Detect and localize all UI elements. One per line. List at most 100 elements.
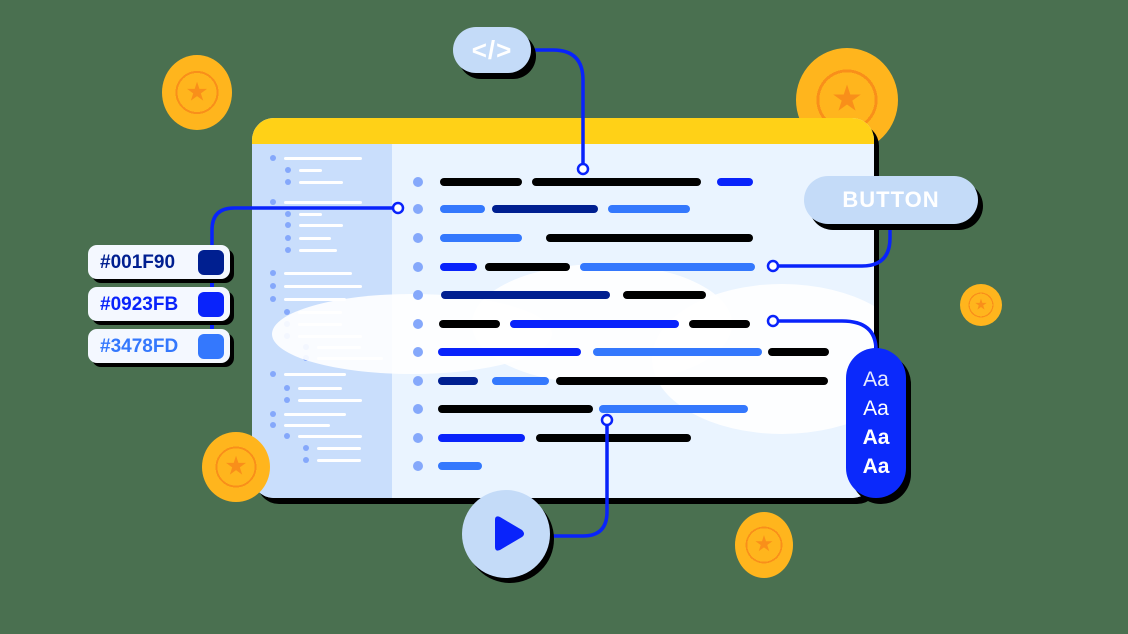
code-line xyxy=(392,290,874,302)
line-bullet-icon xyxy=(413,433,423,443)
swatch-color-box xyxy=(198,292,224,317)
code-line xyxy=(392,233,874,245)
typography-weights-pill: Aa Aa Aa Aa xyxy=(846,348,906,498)
tree-bullet-icon xyxy=(270,371,276,377)
line-bullet-icon xyxy=(413,347,423,357)
button-component-pill[interactable]: BUTTON xyxy=(804,176,978,224)
color-swatch-navy[interactable]: #001F90 xyxy=(88,245,230,279)
tree-bullet-icon xyxy=(285,222,291,228)
tree-label-bar xyxy=(284,200,362,204)
code-token xyxy=(580,263,755,271)
tree-bullet-icon xyxy=(284,433,290,439)
tree-label-bar xyxy=(284,284,362,288)
tree-label-bar xyxy=(299,248,337,252)
code-token xyxy=(440,205,485,213)
code-tag-pill: </> xyxy=(453,27,531,73)
tree-bullet-icon xyxy=(285,179,291,185)
coin-decoration: ★ xyxy=(960,284,1002,326)
tree-label-bar xyxy=(284,271,352,275)
code-line xyxy=(392,177,874,189)
code-token xyxy=(438,377,478,385)
coin-decoration: ★ xyxy=(735,512,793,578)
swatch-color-box xyxy=(198,250,224,275)
tree-label-bar xyxy=(298,398,362,402)
code-token xyxy=(485,263,570,271)
play-button[interactable] xyxy=(462,490,550,578)
tree-bullet-icon xyxy=(270,411,276,417)
tree-bullet-icon xyxy=(284,397,290,403)
code-token xyxy=(593,348,762,356)
color-swatch-blue[interactable]: #0923FB xyxy=(88,287,230,321)
line-bullet-icon xyxy=(413,461,423,471)
swatch-hex-label: #3478FD xyxy=(100,336,179,357)
line-bullet-icon xyxy=(413,376,423,386)
line-bullet-icon xyxy=(413,233,423,243)
tree-label-bar xyxy=(299,223,343,227)
code-token xyxy=(689,320,750,328)
font-sample-light: Aa xyxy=(863,368,889,391)
code-token xyxy=(439,320,500,328)
code-token xyxy=(532,178,701,186)
code-token xyxy=(510,320,679,328)
line-bullet-icon xyxy=(413,177,423,187)
background-wave xyxy=(272,294,552,374)
tree-bullet-icon xyxy=(270,283,276,289)
tree-label-bar xyxy=(298,434,362,438)
tree-bullet-icon xyxy=(284,385,290,391)
code-line xyxy=(392,347,874,359)
code-token xyxy=(608,205,690,213)
code-token xyxy=(440,263,477,271)
tree-label-bar xyxy=(284,372,346,376)
code-token xyxy=(768,348,829,356)
swatch-hex-label: #001F90 xyxy=(100,252,176,273)
swatch-color-box xyxy=(198,334,224,359)
line-bullet-icon xyxy=(413,404,423,414)
tree-bullet-icon xyxy=(303,457,309,463)
tree-label-bar xyxy=(284,412,346,416)
tree-bullet-icon xyxy=(285,211,291,217)
swatch-hex-label: #0923FB xyxy=(100,294,179,315)
color-swatch-light-blue[interactable]: #3478FD xyxy=(88,329,230,363)
font-sample-bold: Aa xyxy=(862,455,890,478)
tree-bullet-icon xyxy=(285,235,291,241)
code-token xyxy=(556,377,828,385)
code-token xyxy=(546,234,753,242)
window-titlebar xyxy=(252,118,874,144)
code-token xyxy=(492,205,598,213)
tree-bullet-icon xyxy=(270,296,276,302)
tree-label-bar xyxy=(284,156,362,160)
code-line xyxy=(392,262,874,274)
line-bullet-icon xyxy=(413,319,423,329)
code-line xyxy=(392,433,874,445)
line-bullet-icon xyxy=(413,204,423,214)
tree-bullet-icon xyxy=(270,155,276,161)
code-line xyxy=(392,319,874,331)
tree-bullet-icon xyxy=(270,270,276,276)
code-token xyxy=(438,462,482,470)
tree-label-bar xyxy=(299,180,343,184)
font-sample-regular: Aa xyxy=(863,397,889,420)
code-token xyxy=(440,234,522,242)
tree-label-bar xyxy=(284,423,330,427)
code-token xyxy=(438,405,593,413)
code-line xyxy=(392,204,874,216)
code-token xyxy=(599,405,748,413)
font-sample-semibold: Aa xyxy=(862,426,890,449)
tree-label-bar xyxy=(284,297,346,301)
code-token xyxy=(438,348,581,356)
code-token xyxy=(536,434,691,442)
code-line xyxy=(392,376,874,388)
tree-label-bar xyxy=(317,446,361,450)
code-token xyxy=(623,291,706,299)
coin-decoration: ★ xyxy=(202,432,270,502)
line-bullet-icon xyxy=(413,290,423,300)
tree-label-bar xyxy=(317,458,361,462)
code-token xyxy=(717,178,753,186)
tree-bullet-icon xyxy=(285,247,291,253)
tree-bullet-icon xyxy=(270,199,276,205)
tree-label-bar xyxy=(299,168,322,172)
code-line xyxy=(392,461,874,473)
tree-label-bar xyxy=(299,236,331,240)
coin-decoration: ★ xyxy=(162,55,232,130)
